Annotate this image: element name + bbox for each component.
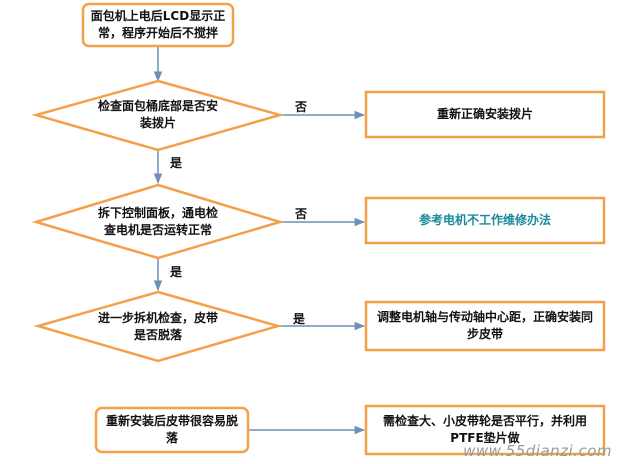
node-motor-repair-text: 参考电机不工作维修办法: [418, 213, 551, 227]
edge-label-yes-1: 是: [170, 156, 183, 170]
node-check-pulleys-box: [364, 404, 606, 456]
node-start-box: [81, 2, 235, 48]
node-adjust-axis-text: 调整电机轴与传动轴中心距，正确安装同步皮带: [376, 310, 593, 341]
node-adjust-axis-box: [364, 300, 606, 352]
node-check-motor-text: 拆下控制面板，通电检查电机是否运转正常: [97, 206, 218, 237]
edge-label-no-1: 否: [295, 100, 308, 114]
watermark-text: www.55dianzi.com: [463, 442, 612, 460]
node-reinstall-paddle-text: 重新正确安装拨片: [436, 107, 533, 121]
node-belt-falls-text: 重新安装后皮带很容易脱落: [105, 414, 238, 445]
edge-label-yes-3: 是: [293, 312, 306, 326]
connectors: [153, 46, 366, 435]
node-check-belt-text: 进一步拆机检查，皮带是否脱落: [98, 311, 219, 342]
node-belt-falls-box: [94, 406, 250, 454]
node-check-pulleys-text: 需检查大、小皮带轮是否平行，并利用PTFE垫片做: [382, 414, 587, 445]
node-start-text: 面包机上电后LCD显示正常，程序开始后不搅拌: [90, 9, 226, 40]
node-reinstall-paddle-box: [364, 90, 606, 139]
nodes: [31, 2, 606, 456]
node-check-belt-diamond: [33, 290, 283, 363]
node-check-paddle-text: 检查面包桶底部是否安装拨片: [97, 99, 218, 130]
node-check-paddle-diamond: [31, 79, 285, 152]
edge-label-yes-2: 是: [170, 265, 183, 279]
node-motor-repair-box: [364, 196, 606, 245]
node-check-motor-diamond: [31, 183, 285, 260]
edge-label-no-2: 否: [295, 207, 308, 221]
